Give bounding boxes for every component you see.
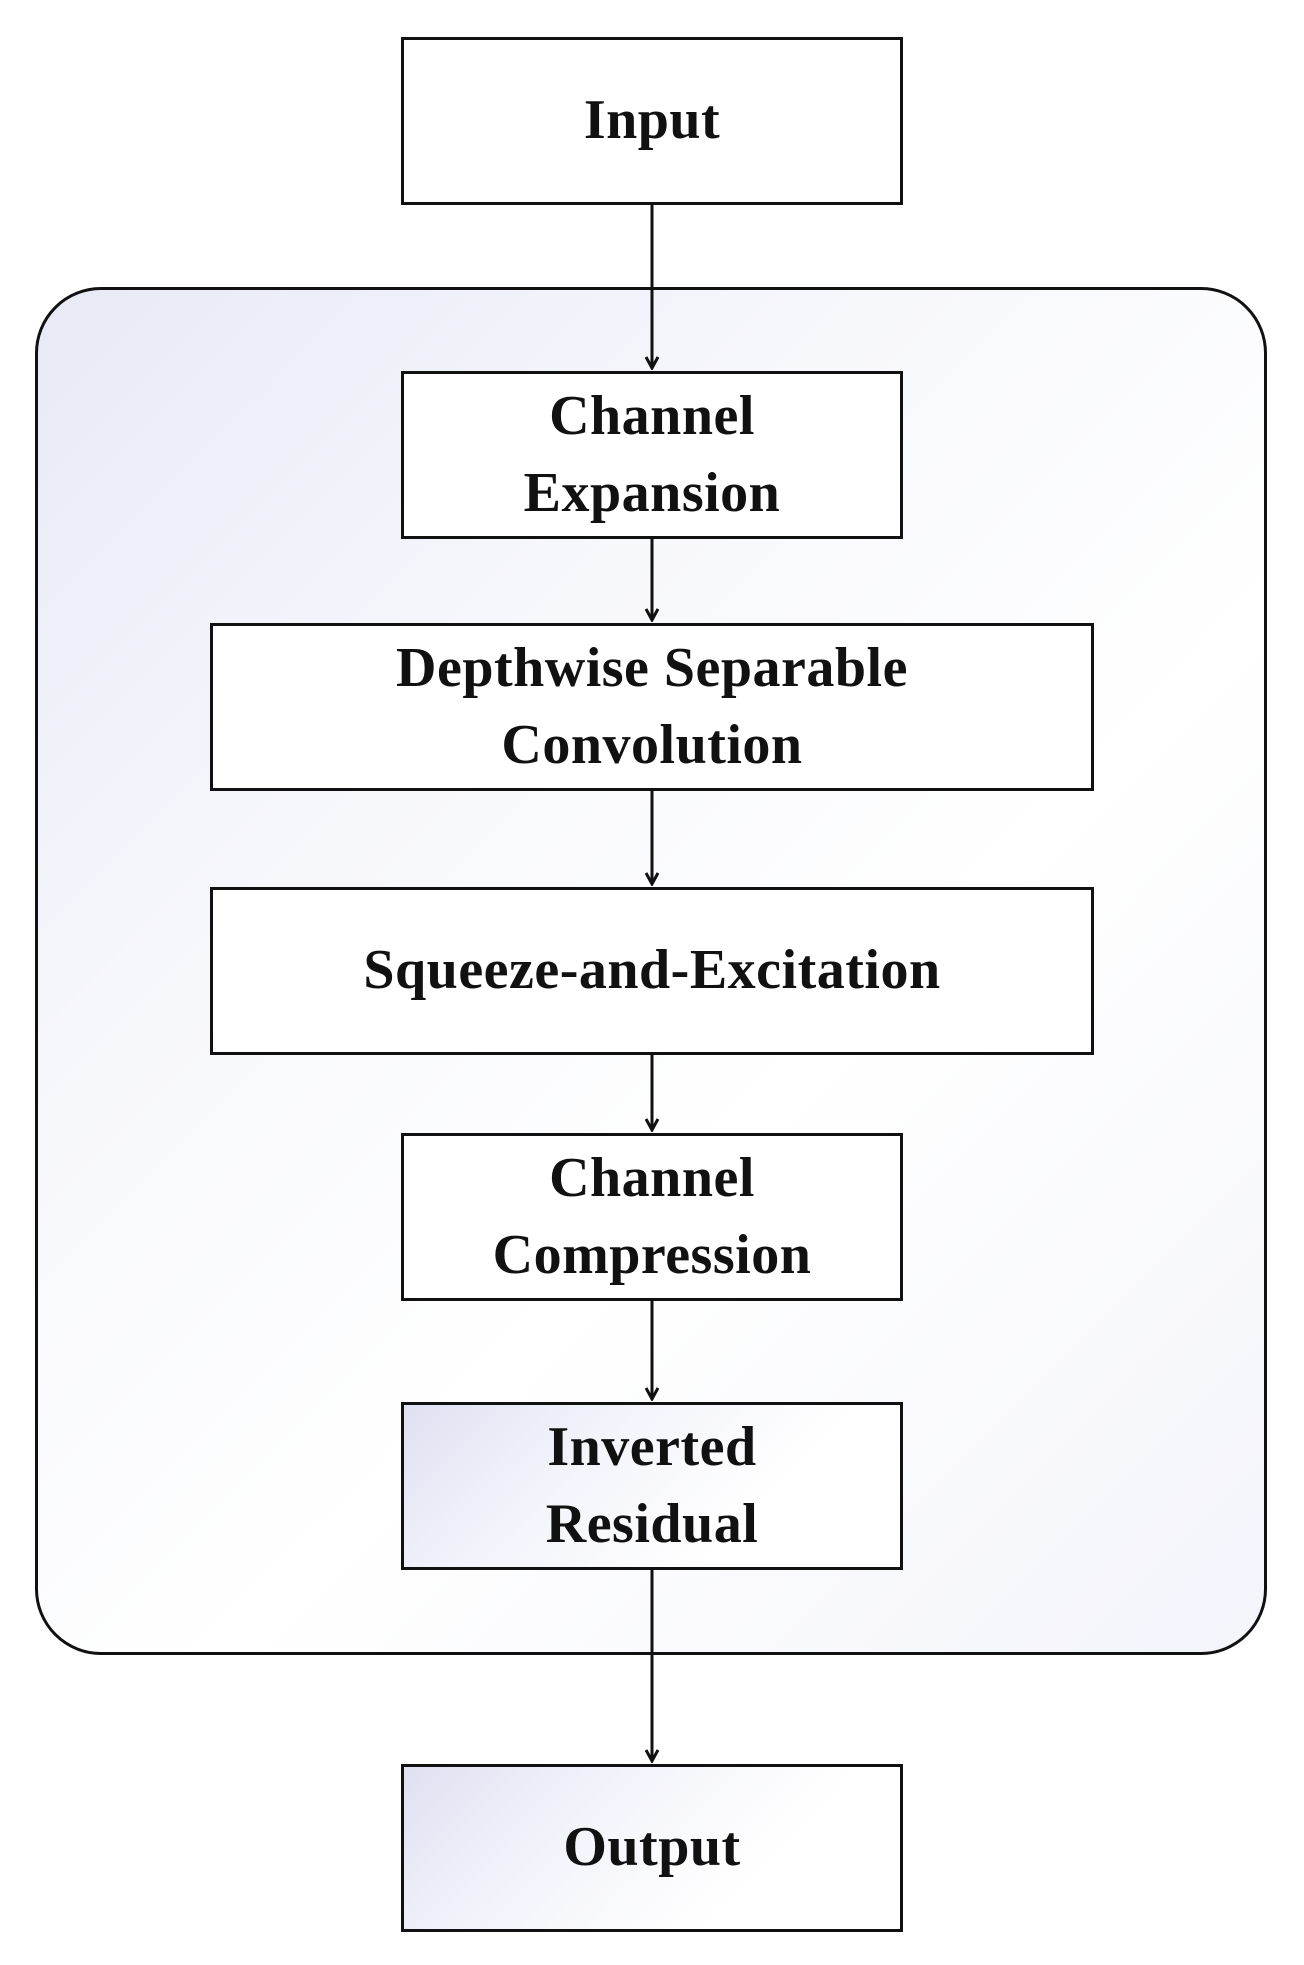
channel-expansion-node: Channel Expansion [401,371,903,539]
output-label: Output [563,1816,741,1879]
channel-compression-label: Channel Compression [492,1146,812,1286]
input-node: Input [401,37,903,205]
input-label: Input [583,89,721,152]
inverted-residual-label: Inverted Residual [545,1415,759,1555]
channel-expansion-label: Channel Expansion [523,384,781,524]
depthwise-node: Depthwise Separable Convolution [210,623,1094,791]
squeeze-label: Squeeze-and-Excitation [363,939,941,1002]
depthwise-label: Depthwise Separable Convolution [396,636,908,776]
channel-compression-node: Channel Compression [401,1133,903,1301]
inverted-residual-node: Inverted Residual [401,1402,903,1570]
output-node: Output [401,1764,903,1932]
squeeze-node: Squeeze-and-Excitation [210,887,1094,1055]
